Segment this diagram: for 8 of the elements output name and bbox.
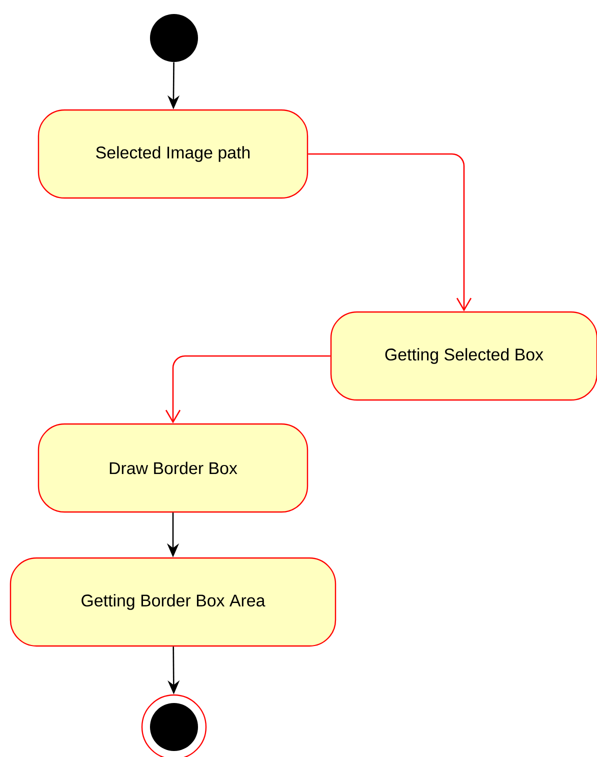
- activity-box: Getting Selected Box: [330, 311, 597, 401]
- start-dot: [150, 14, 198, 62]
- activity-box: Getting Border Box Area: [10, 557, 336, 647]
- activity-box: Selected Image path: [38, 109, 308, 199]
- end-dot: [141, 694, 207, 757]
- arrow: [165, 355, 330, 424]
- activity-box: Draw Border Box: [38, 423, 308, 513]
- arrow: [308, 153, 472, 312]
